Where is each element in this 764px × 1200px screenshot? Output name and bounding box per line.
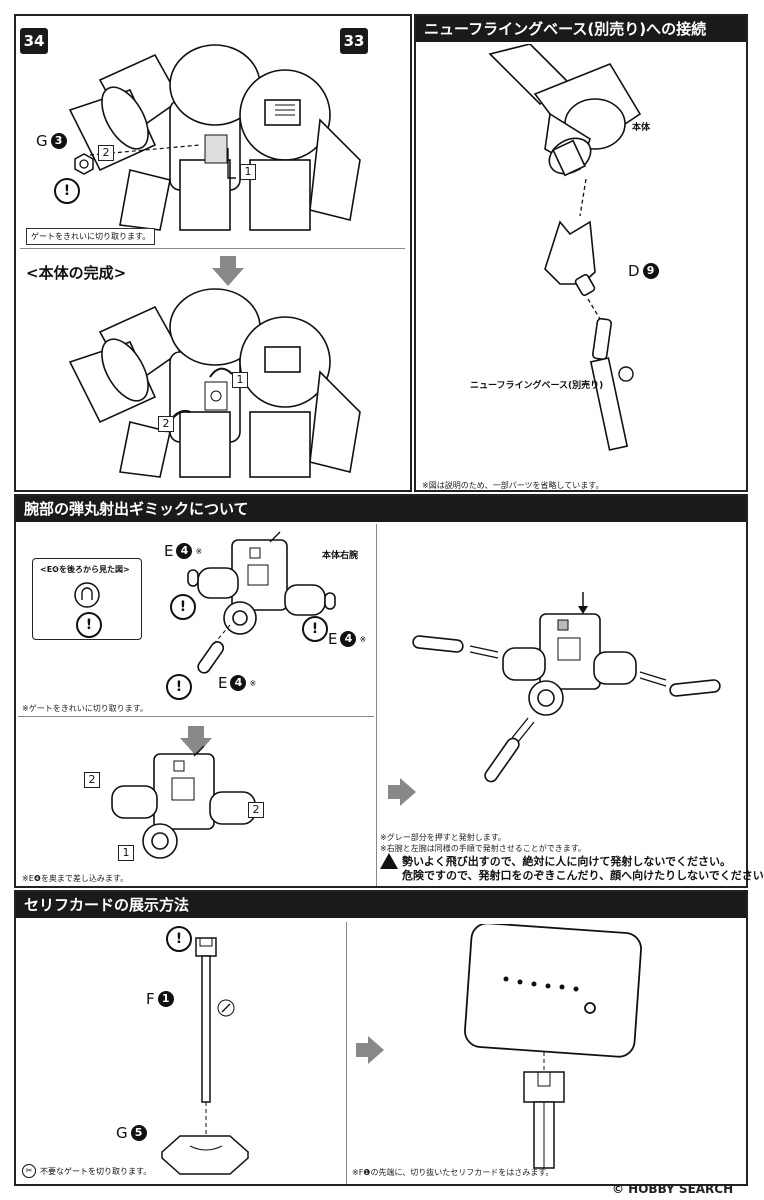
order-number-box: 2 bbox=[158, 416, 174, 432]
caution-line-2: 危険ですので、発射口をのぞきこんだり、顔へ向けたりしないでください。 bbox=[402, 867, 764, 883]
step-ref-badge: 33 bbox=[340, 28, 368, 54]
arm-illustration-inserted bbox=[111, 746, 256, 859]
omission-note: ※図は説明のため、一部パーツを省略しています。 bbox=[422, 481, 604, 490]
attention-mark: ! bbox=[170, 594, 196, 620]
cut-gate-note: ✂ 不要なゲートを切り取ります。 bbox=[22, 1164, 151, 1178]
insert-note: ※E❹を奥まで差し込みます。 bbox=[22, 874, 129, 883]
firing-illustration bbox=[412, 592, 721, 783]
asterisk: ※ bbox=[195, 546, 203, 556]
robot-illustration-upper bbox=[68, 44, 361, 231]
order-number-box: 1 bbox=[232, 372, 248, 388]
robot-illustration-complete bbox=[68, 288, 361, 478]
down-arrow bbox=[180, 726, 212, 756]
inset-title: <E❹を後ろから見た図> bbox=[40, 565, 130, 574]
attention-mark: ! bbox=[166, 926, 192, 952]
attention-mark: ! bbox=[76, 612, 102, 638]
part-letter: E bbox=[218, 674, 228, 692]
right-arrow bbox=[388, 778, 416, 806]
part-label-d9: D 9 bbox=[628, 262, 659, 280]
right-arrow bbox=[356, 1036, 384, 1064]
part-number-circle: 9 bbox=[642, 263, 659, 279]
order-number-box: 2 bbox=[84, 772, 100, 788]
card-stand-illustration bbox=[160, 937, 250, 1175]
part-letter: E bbox=[328, 630, 338, 648]
part-number-circle: 1 bbox=[157, 991, 174, 1007]
flying-base-illustration bbox=[488, 44, 642, 451]
attention-mark: ! bbox=[54, 178, 80, 204]
section-header: 腕部の弾丸射出ギミックについて bbox=[16, 496, 746, 522]
part-label-f1: F 1 bbox=[146, 990, 174, 1008]
watermark: © HOBBY SEARCH bbox=[612, 1182, 734, 1196]
order-number-box: 1 bbox=[240, 164, 256, 180]
label-flying-base: ニューフライングベース(別売り) bbox=[470, 381, 604, 391]
hex-nut-part bbox=[74, 153, 94, 175]
part-letter: E bbox=[164, 542, 174, 560]
down-arrow bbox=[212, 256, 244, 286]
attention-mark: ! bbox=[166, 674, 192, 700]
section-header: ニューフライングベース(別売り)への接続 bbox=[416, 16, 746, 42]
order-number-box: 2 bbox=[248, 802, 264, 818]
part-label-g5: G 5 bbox=[116, 1124, 147, 1142]
step-number-badge: 34 bbox=[20, 28, 48, 54]
part-number-circle: 4 bbox=[230, 675, 247, 691]
gate-cut-note: ※ゲートをきれいに切り取ります。 bbox=[22, 704, 148, 713]
order-number-box: 1 bbox=[118, 845, 134, 861]
part-number-circle: 5 bbox=[130, 1125, 147, 1141]
part-letter: D bbox=[628, 262, 640, 280]
arm-illustration-exploded bbox=[187, 531, 336, 674]
part-letter: F bbox=[146, 990, 155, 1008]
divider bbox=[376, 524, 377, 886]
asterisk: ※ bbox=[359, 634, 367, 644]
gate-cut-note: ゲートをきれいに切り取ります。 bbox=[26, 228, 156, 245]
part-letter: G bbox=[116, 1124, 128, 1142]
part-label-g3: G 3 bbox=[36, 132, 67, 150]
rear-view-part bbox=[74, 582, 100, 608]
order-number-box: 2 bbox=[98, 145, 114, 161]
note-text: 不要なゲートを切り取ります。 bbox=[40, 1166, 152, 1176]
warning-triangle-icon bbox=[380, 853, 398, 869]
speech-card-illustration bbox=[464, 924, 642, 1169]
caution-text: 危険ですので、発射口をのぞきこんだり、顔へ向けたりしないでください。 bbox=[402, 869, 764, 882]
card-note: ※F❶の先端に、切り抜いたセリフカードをはさみます。 bbox=[352, 1168, 554, 1177]
part-label-e4-top: E 4 ※ bbox=[164, 542, 202, 560]
part-number-circle: 4 bbox=[340, 631, 357, 647]
caution-text: 勢いよく飛び出すので、絶対に人に向けて発射しないでください。 bbox=[402, 855, 732, 868]
part-label-e4-right: E 4 ※ bbox=[328, 630, 366, 648]
caution-line-1: 勢いよく飛び出すので、絶対に人に向けて発射しないでください。 bbox=[380, 853, 731, 869]
fire-note: ※グレー部分を押すと発射します。 bbox=[380, 833, 506, 842]
section-header: セリフカードの展示方法 bbox=[16, 892, 746, 918]
part-number-circle: 3 bbox=[50, 133, 67, 149]
part-letter: G bbox=[36, 132, 48, 150]
label-body: 本体 bbox=[632, 123, 651, 133]
attention-mark: ! bbox=[302, 616, 328, 642]
part-number-circle: 4 bbox=[176, 543, 193, 559]
fire-note: ※右腕と左腕は同様の手順で発射させることができます。 bbox=[380, 844, 586, 853]
asterisk: ※ bbox=[249, 678, 257, 688]
part-label-e4-bottom: E 4 ※ bbox=[218, 674, 256, 692]
complete-title: <本体の完成> bbox=[26, 264, 127, 282]
divider bbox=[346, 922, 347, 1184]
label-right-arm: 本体右腕 bbox=[322, 551, 359, 561]
scissors-icon: ✂ bbox=[22, 1164, 36, 1178]
divider bbox=[18, 716, 374, 717]
divider bbox=[20, 248, 405, 249]
